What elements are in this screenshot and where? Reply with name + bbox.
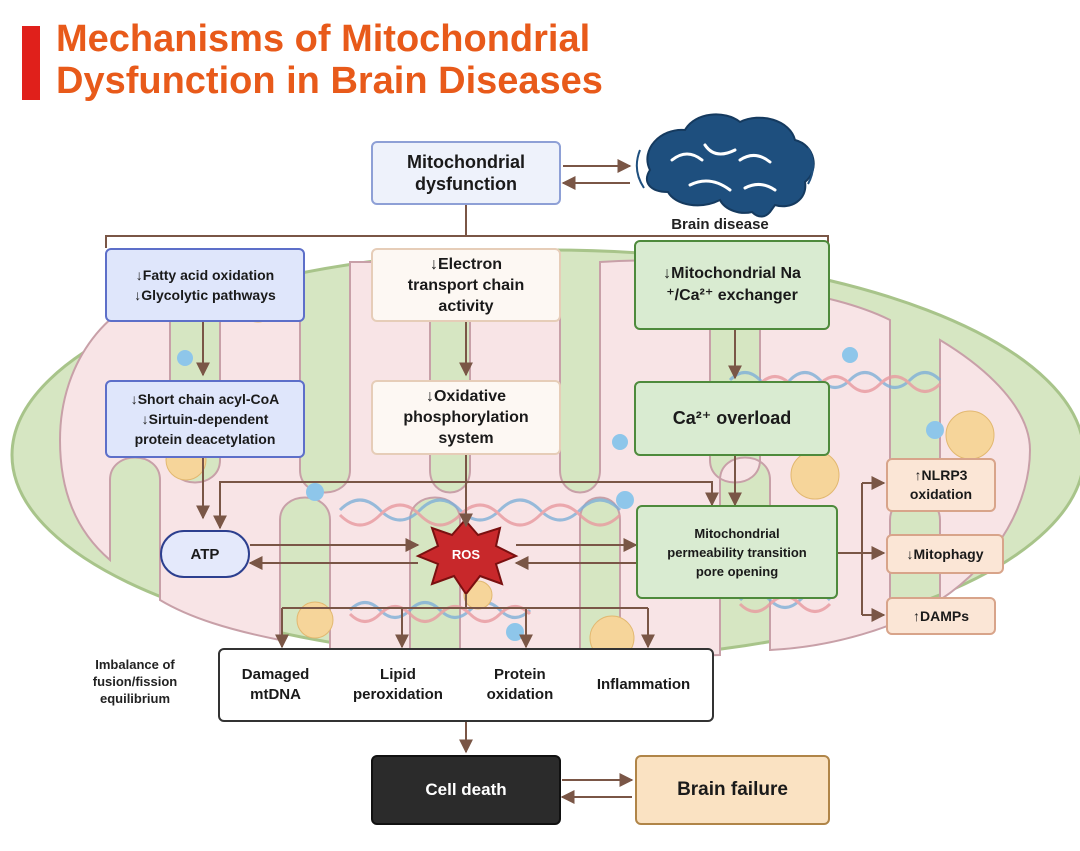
- na-ca-exchanger-box: ↓Mitochondrial Na ⁺/Ca²⁺ exchanger: [634, 240, 830, 330]
- mitochondrial-dysfunction-box: Mitochondrial dysfunction: [371, 141, 561, 205]
- title-line-2: Dysfunction in Brain Diseases: [56, 60, 603, 102]
- inflammation-outcome: Inflammation: [596, 676, 691, 693]
- cell-death-box: Cell death: [371, 755, 561, 825]
- outcomes-box: Damaged mtDNA Lipid peroxidation Protein…: [218, 648, 714, 722]
- oxidative-phosphorylation-box: ↓Oxidative phosphorylation system: [371, 380, 561, 455]
- title-line-1: Mechanisms of Mitochondrial: [56, 18, 591, 60]
- title-accent-bar: [22, 26, 40, 100]
- short-chain-box: ↓Short chain acyl-CoA ↓Sirtuin-dependent…: [105, 380, 305, 458]
- atp-node: ATP: [160, 530, 250, 578]
- nlrp3-box: ↑NLRP3 oxidation: [886, 458, 996, 512]
- mitophagy-box: ↓Mitophagy: [886, 534, 1004, 574]
- damps-box: ↑DAMPs: [886, 597, 996, 635]
- page-title: Mechanisms of Mitochondrial Dysfunction …: [56, 18, 603, 102]
- fatty-acid-box: ↓Fatty acid oxidation ↓Glycolytic pathwa…: [105, 248, 305, 322]
- brain-icon: [635, 113, 815, 218]
- lipid-peroxidation-outcome: Lipid peroxidation: [352, 666, 443, 703]
- imbalance-label: Imbalance of fusion/fission equilibrium: [92, 657, 178, 706]
- electron-transport-box: ↓Electron transport chain activity: [371, 248, 561, 322]
- mptp-box: Mitochondrial permeability transition po…: [636, 505, 838, 599]
- ca-overload-box: Ca²⁺ overload: [634, 381, 830, 456]
- protein-oxidation-outcome: Protein oxidation: [486, 666, 554, 703]
- damaged-mtdna-outcome: Damaged mtDNA: [241, 666, 310, 703]
- ros-label: ROS: [451, 547, 481, 562]
- brain-disease-label: Brain disease: [671, 216, 769, 233]
- brain-failure-box: Brain failure: [635, 755, 830, 825]
